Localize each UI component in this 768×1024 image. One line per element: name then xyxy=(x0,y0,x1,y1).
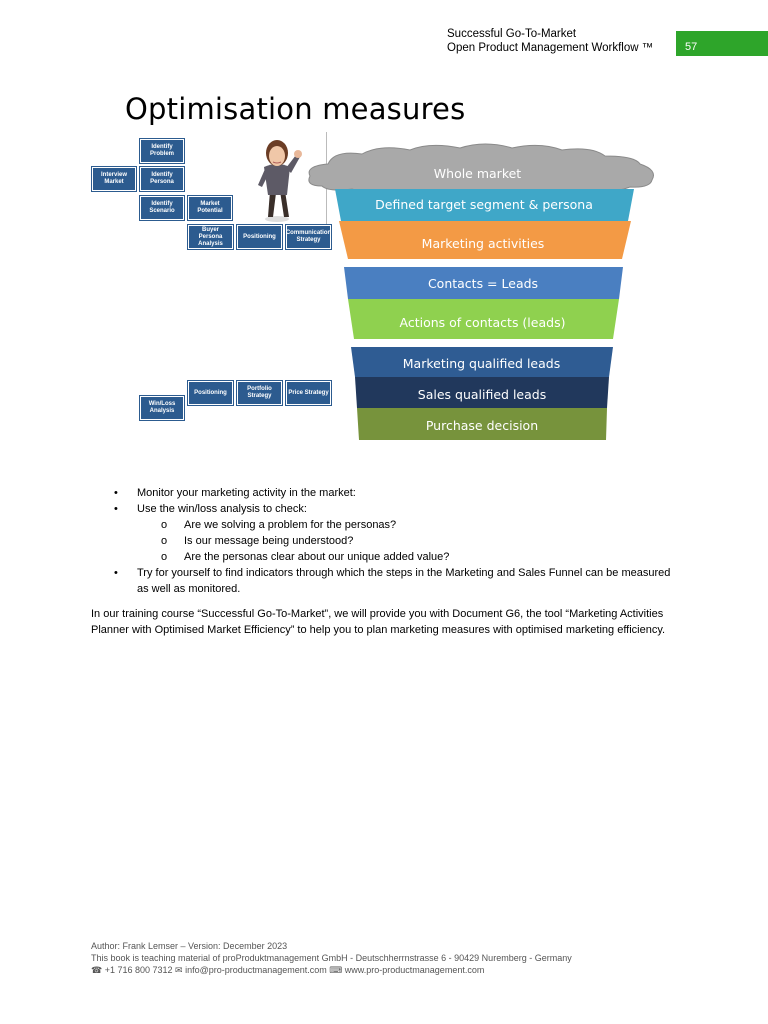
bullet-list: • Monitor your marketing activity in the… xyxy=(114,485,674,597)
sub-list-item-text: Is our message being understood? xyxy=(184,535,354,547)
body-paragraph: In our training course “Successful Go-To… xyxy=(91,608,666,636)
list-item: • Monitor your marketing activity in the… xyxy=(114,485,674,501)
funnel-label-marketing-qualified: Marketing qualified leads xyxy=(402,356,561,371)
block-win-loss-analysis: Win/Loss Analysis xyxy=(139,395,185,421)
header-line-1: Successful Go-To-Market xyxy=(447,28,577,40)
sub-list-item-text: Are we solving a problem for the persona… xyxy=(184,519,397,531)
footer-company: This book is teaching material of proPro… xyxy=(91,953,572,963)
funnel-label-actions-of-contacts: Actions of contacts (leads) xyxy=(399,315,566,330)
funnel-level-contacts-leads xyxy=(344,267,623,299)
sub-list-item: o Are we solving a problem for the perso… xyxy=(114,517,674,533)
funnel-label-purchase-decision: Purchase decision xyxy=(425,418,539,433)
list-item-text: Monitor your marketing activity in the m… xyxy=(137,487,356,499)
funnel-level-purchase-decision xyxy=(357,408,607,440)
listening-woman-image xyxy=(258,140,302,222)
sub-list-item: o Is our message being understood? xyxy=(114,533,674,549)
funnel-label-whole-market: Whole market xyxy=(433,166,522,181)
page-number: 57 xyxy=(685,41,698,53)
block-identify-scenario: Identify Scenario xyxy=(139,195,185,221)
funnel-label-marketing-activities: Marketing activities xyxy=(421,236,545,251)
funnel-level-sales-qualified xyxy=(355,377,609,408)
bullet-marker: • xyxy=(114,567,118,579)
list-item: • Try for yourself to find indicators th… xyxy=(114,565,674,597)
sub-list-item-text: Are the personas clear about our unique … xyxy=(184,551,450,563)
page-footer: Author: Frank Lemser – Version: December… xyxy=(91,940,572,976)
block-buyer-persona-analysis: Buyer Persona Analysis xyxy=(187,224,234,250)
list-item: • Use the win/loss analysis to check: xyxy=(114,501,674,517)
page-number-badge: 57 xyxy=(676,31,768,56)
sub-bullet-marker: o xyxy=(161,535,168,547)
block-interview-market: Interview Market xyxy=(91,166,137,192)
footer-author: Author: Frank Lemser – Version: December… xyxy=(91,941,288,951)
funnel-level-actions-of-contacts xyxy=(348,299,619,339)
funnel-level-marketing-activities xyxy=(339,221,631,259)
block-positioning-top: Positioning xyxy=(236,224,283,250)
header-line-2: Open Product Management Workflow ™ xyxy=(447,42,654,54)
block-positioning-bottom: Positioning xyxy=(187,380,234,406)
block-portfolio-strategy: Portfolio Strategy xyxy=(236,380,283,406)
funnel-label-sales-qualified: Sales qualified leads xyxy=(417,387,547,402)
funnel-level-target-segment xyxy=(335,189,634,221)
list-item-text: Try for yourself to find indicators thro… xyxy=(137,567,671,595)
list-item-text: Use the win/loss analysis to check: xyxy=(137,503,307,515)
page-title: Optimisation measures xyxy=(125,92,466,126)
sub-list-item: o Are the personas clear about our uniqu… xyxy=(114,549,674,565)
marketing-sales-funnel xyxy=(308,143,654,440)
footer-contact: ☎ +1 716 800 7312 ✉ info@pro-productmana… xyxy=(91,965,485,975)
bullet-marker: • xyxy=(114,503,118,515)
funnel-level-marketing-qualified xyxy=(351,347,613,377)
funnel-label-contacts-leads: Contacts = Leads xyxy=(427,276,539,291)
block-identify-persona: Identify Persona xyxy=(139,166,185,192)
funnel-label-target-segment: Defined target segment & persona xyxy=(375,197,593,212)
block-price-strategy: Price Strategy xyxy=(285,380,332,406)
block-communication-strategy: Communication Strategy xyxy=(285,224,332,250)
bullet-marker: • xyxy=(114,487,118,499)
block-identify-problem: Identify Problem xyxy=(139,138,185,164)
running-header: Successful Go-To-Market Open Product Man… xyxy=(447,27,653,55)
sub-bullet-marker: o xyxy=(161,551,168,563)
sub-bullet-marker: o xyxy=(161,519,168,531)
block-market-potential: Market Potential xyxy=(187,195,233,221)
